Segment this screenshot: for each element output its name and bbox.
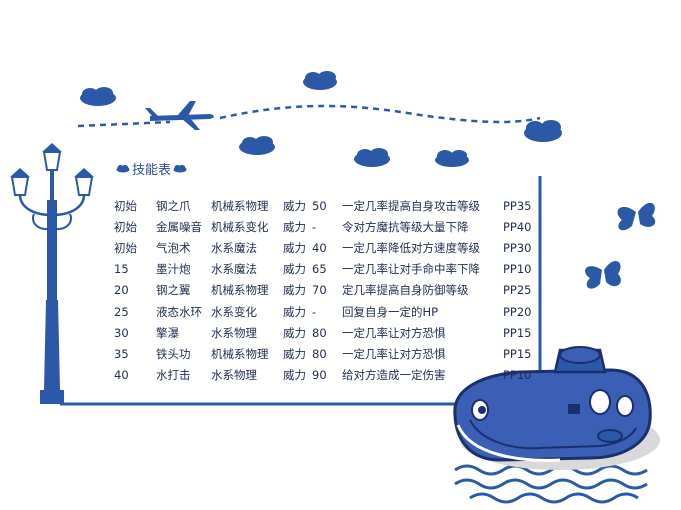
street-lamp-icon [10,143,94,404]
skill-type: 机械系物理 [211,198,269,213]
table-row: 初始 气泡术 水系魔法 威力 40 一定几率降低对方速度等级 PP30 [114,237,543,258]
skill-effect: 一定几率让对手命中率下降 [342,262,480,277]
skill-name: 钢之翼 [156,283,191,298]
skill-level: 35 [114,346,129,361]
skill-name: 气泡术 [156,240,191,255]
table-row: 40 水打击 水系物理 威力 90 给对方造成一定伤害 PP10 [114,365,543,386]
skill-effect: 一定几率让对方恐惧 [342,325,446,340]
skill-power-label: 威力 [283,368,306,383]
skill-power: - [312,219,317,234]
skill-power: - [312,304,317,319]
skill-name: 钢之爪 [156,198,191,213]
cloud-icon [354,148,390,167]
skill-level: 20 [114,283,129,298]
skill-power-label: 威力 [283,346,306,361]
skill-level: 40 [114,368,129,383]
cloud-icon [239,136,275,155]
skill-power: 70 [312,283,327,298]
skill-level: 30 [114,325,129,340]
skill-effect: 一定几率提高自身攻击等级 [342,198,480,213]
skill-effect: 令对方魔抗等级大量下降 [342,219,469,234]
skill-name: 铁头功 [156,346,191,361]
skill-name: 墨汁炮 [156,262,191,277]
skill-effect: 定几率提高自身防御等级 [342,283,469,298]
skill-effect: 一定几率降低对方速度等级 [342,240,480,255]
skill-pp: PP20 [503,304,532,319]
skill-type: 机械系变化 [211,219,269,234]
table-row: 初始 金属噪音机械系变化威力- 令对方魔抗等级大量下降 PP40 [114,216,543,237]
table-row: 25 液态水环水系变化 威力- 回复自身一定的HP PP20 [114,301,543,322]
skill-level: 15 [114,262,129,277]
skill-table-title: 技能表 [116,159,187,178]
skill-type: 机械系物理 [211,346,269,361]
page-title: 技能表 [132,163,172,178]
skill-power: 65 [312,262,327,277]
skill-level: 25 [114,304,129,319]
skill-power-label: 威力 [283,283,306,298]
skill-name: 擎瀑 [156,325,179,340]
cloud-icon [80,87,116,106]
cloud-icon [524,120,562,142]
skill-type: 水系物理 [211,325,257,340]
cloud-icon [116,165,130,173]
skill-pp: PP10 [503,368,532,383]
table-row: 35 铁头功 机械系物理威力 80 一定几率让对方恐惧 PP15 [114,343,543,364]
skill-power: 80 [312,346,327,361]
skill-effect: 回复自身一定的HP [342,304,439,319]
flight-path [77,104,541,128]
skill-power-label: 威力 [283,219,306,234]
skill-type: 机械系物理 [211,283,269,298]
butterfly-icon [617,202,656,231]
skill-pp: PP15 [503,325,532,340]
skill-name: 液态水环 [156,304,202,319]
skill-pp: PP35 [503,198,532,213]
skill-pp: PP25 [503,283,532,298]
table-row: 20 钢之翼 机械系物理威力 70 定几率提高自身防御等级 PP25 [114,280,543,301]
skill-level: 初始 [114,219,137,234]
butterfly-icon [585,261,621,289]
skill-level: 初始 [114,240,137,255]
skill-power-label: 威力 [283,198,306,213]
skill-power-label: 威力 [283,240,306,255]
table-row: 初始 钢之爪 机械系物理威力 50 一定几率提高自身攻击等级 PP35 [114,195,543,216]
skill-name: 金属噪音 [156,219,202,234]
skill-pp: PP10 [503,262,532,277]
skill-effect: 给对方造成一定伤害 [342,368,446,383]
airplane-icon [145,101,214,130]
cloud-icon [173,165,187,173]
skill-name: 水打击 [156,368,191,383]
skill-power-label: 威力 [283,325,306,340]
cloud-icon [435,150,469,167]
skill-type: 水系魔法 [211,240,257,255]
cloud-icon [303,71,337,90]
skill-type: 水系魔法 [211,262,257,277]
skill-power: 40 [312,240,327,255]
skill-power: 90 [312,368,327,383]
skill-effect: 一定几率让对方恐惧 [342,346,446,361]
submarine-icon [453,346,660,470]
skill-pp: PP30 [503,240,532,255]
wave-icon [454,464,648,504]
skill-power-label: 威力 [283,304,306,319]
skill-type: 水系变化 [211,304,257,319]
skill-level: 初始 [114,198,137,213]
table-row: 30 擎瀑 水系物理 威力 80 一定几率让对方恐惧 PP15 [114,322,543,343]
skill-type: 水系物理 [211,368,257,383]
panel-frame [60,176,542,406]
skill-power: 80 [312,325,327,340]
skill-pp: PP15 [503,346,532,361]
skill-pp: PP40 [503,219,532,234]
skill-power-label: 威力 [283,262,306,277]
skill-power: 50 [312,198,327,213]
table-row: 15 墨汁炮 水系魔法 威力 65 一定几率让对手命中率下降 PP10 [114,259,543,280]
